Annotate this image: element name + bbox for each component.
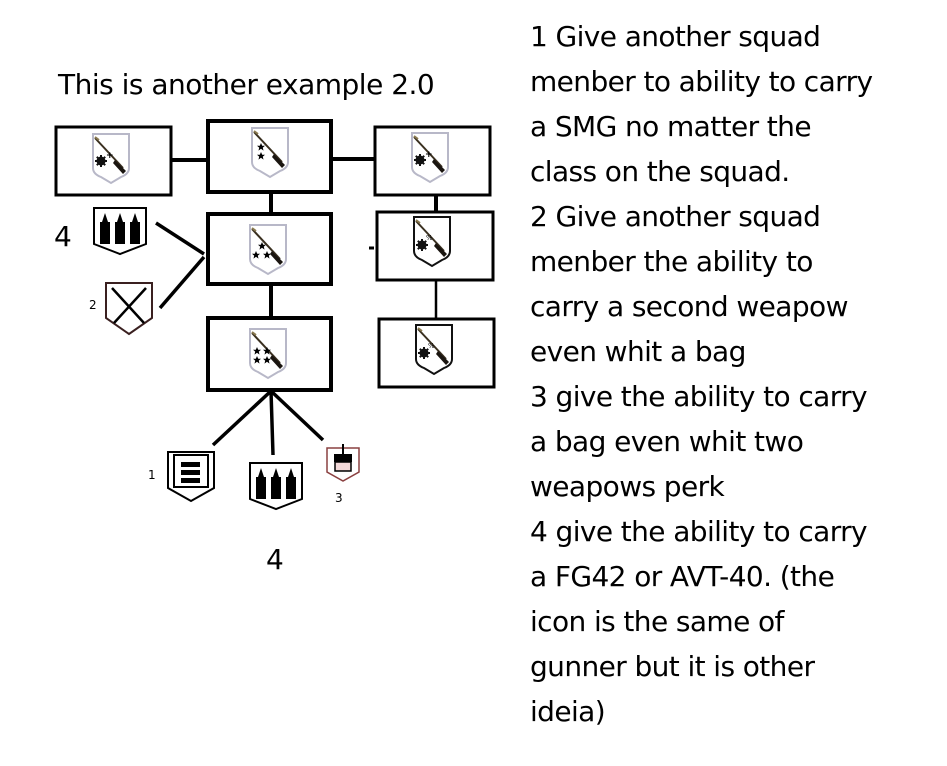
connector-lines (155, 157, 438, 456)
perk-descriptions: 1 Give another squad menber to ability t… (530, 14, 940, 734)
node-low-right[interactable]: % (377, 317, 496, 389)
note-line: gunner but it is other (530, 650, 815, 683)
magazine-list-icon[interactable] (167, 451, 215, 503)
note-line: class on the squad. (530, 155, 790, 188)
diagram-title: This is another example 2.0 (58, 68, 435, 101)
connector-low-to-mag (211, 389, 273, 447)
node-low-center[interactable] (206, 316, 333, 392)
note-line: carry a second weapow (530, 290, 848, 323)
connector-ammo-to-mid (155, 221, 205, 256)
backpack-icon[interactable] (326, 444, 360, 482)
note-line: 1 Give another squad (530, 20, 821, 53)
node-mid-center[interactable] (206, 212, 333, 286)
ammo-shield-icon[interactable] (93, 207, 147, 256)
svg-text:+: + (425, 150, 433, 160)
note-line: menber to ability to carry (530, 65, 873, 98)
svg-text:%: % (428, 342, 435, 350)
note-line: 4 give the ability to carry (530, 515, 868, 548)
node-mid-right[interactable]: % (375, 210, 495, 282)
ammo-shield-icon[interactable] (249, 462, 303, 511)
node-top-left[interactable]: + (54, 125, 173, 197)
note-line: ideia) (530, 695, 606, 728)
perk-label-ammo-bottom: 4 (266, 543, 284, 576)
note-line: a SMG no matter the (530, 110, 812, 143)
note-line: a FG42 or AVT-40. (the (530, 560, 835, 593)
svg-text:+: + (106, 151, 114, 161)
note-line: even whit a bag (530, 335, 746, 368)
note-line: icon is the same of (530, 605, 784, 638)
connector-rifles-to-mid (158, 255, 206, 310)
perk-label-crossed-rifles: 2 (89, 298, 97, 312)
connector-low-to-ammo (269, 390, 275, 456)
node-top-center[interactable] (206, 119, 333, 194)
svg-text:%: % (426, 234, 433, 242)
connector-low-to-pack (269, 389, 325, 442)
perk-label-magazine: 1 (148, 468, 156, 482)
note-line: a bag even whit two (530, 425, 804, 458)
perk-label-backpack: 3 (335, 491, 343, 505)
note-line: 2 Give another squad (530, 200, 821, 233)
crossed-rifles-icon[interactable] (105, 282, 153, 336)
note-line: 3 give the ability to carry (530, 380, 868, 413)
note-line: weapows perk (530, 470, 725, 503)
note-line: menber the ability to (530, 245, 813, 278)
perk-label-ammo-left: 4 (54, 220, 72, 253)
node-top-right[interactable]: + (373, 125, 492, 197)
